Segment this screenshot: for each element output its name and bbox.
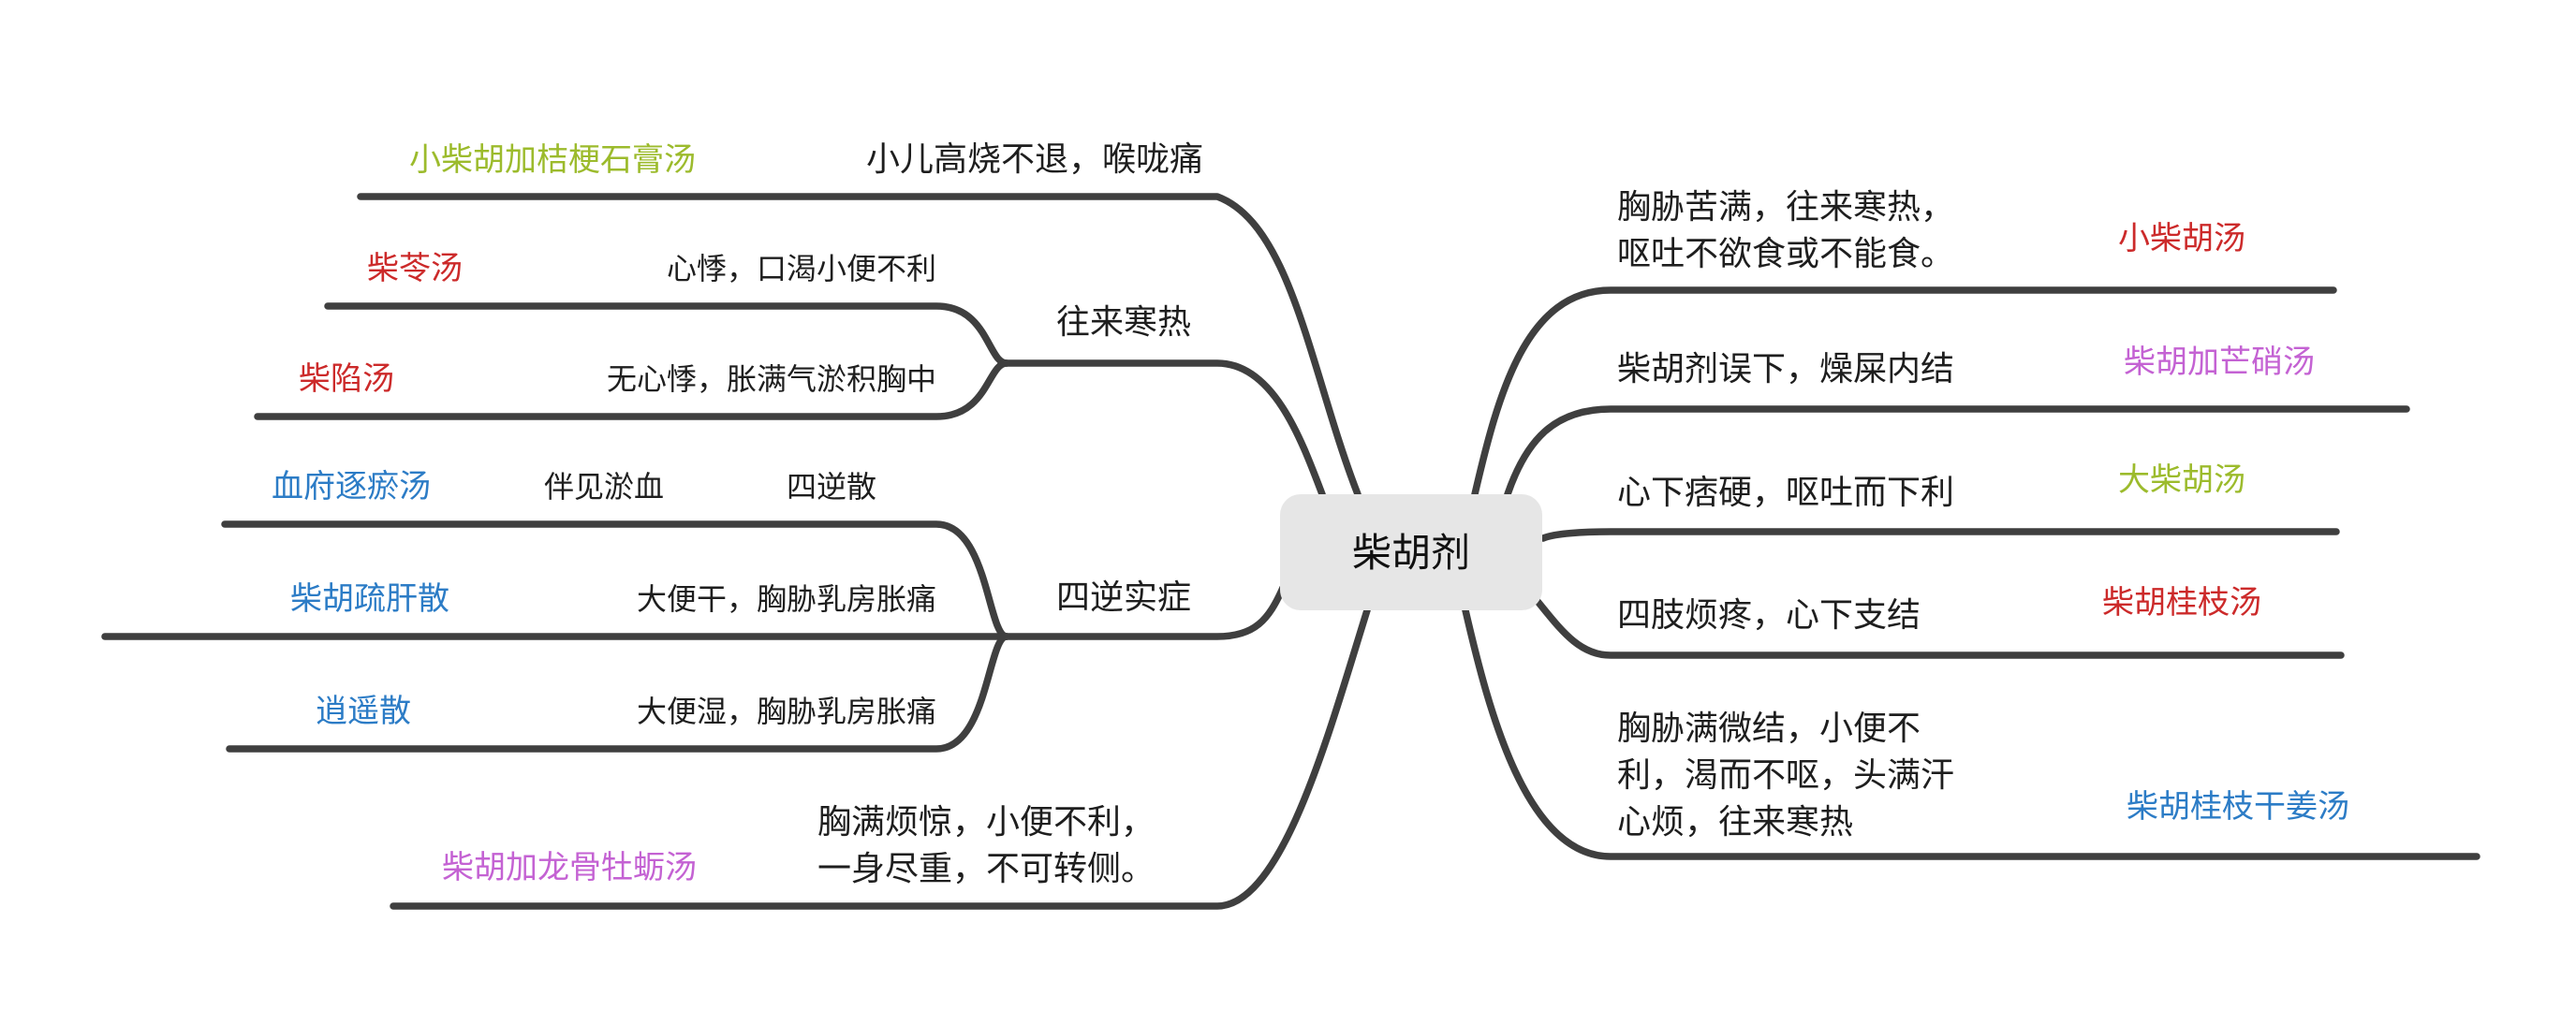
top-indication: 小儿高烧不退，喉咙痛 bbox=[866, 140, 1203, 179]
formula-dachaihu: 大柴胡汤 bbox=[2118, 461, 2245, 499]
left-bottom-branch: 胸满烦惊，小便不利， 一身尽重，不可转侧。 柴胡加龙骨牡蛎汤 bbox=[442, 803, 1155, 888]
branch-line-right-3 bbox=[1539, 528, 2340, 542]
right-3-text: 心下痞硬，呕吐而下利 bbox=[1617, 474, 1954, 512]
branch-line-wanglai-item1 bbox=[324, 302, 1010, 367]
sini-item1-sub: 伴见淤血 bbox=[544, 469, 664, 505]
formula-xuefu-zhuyu: 血府逐瘀汤 bbox=[272, 468, 431, 505]
right-5-text-line1: 胸胁满微结，小便不 bbox=[1617, 710, 1921, 748]
right-1-text-line2: 呕吐不欲食或不能食。 bbox=[1617, 235, 1954, 273]
left-wanglai-branch: 往来寒热 心悸，口渴小便不利 柴苓汤 无心悸，胀满气淤积胸中 柴陷汤 bbox=[299, 250, 1191, 398]
formula-chaihu-longgu-muli: 柴胡加龙骨牡蛎汤 bbox=[442, 849, 697, 886]
left-sini-branch: 四逆实症 四逆散 伴见淤血 血府逐瘀汤 大便干，胸胁乳房胀痛 柴胡疏肝散 大便湿… bbox=[272, 468, 1191, 730]
formula-xiaoyao: 逍遥散 bbox=[316, 693, 411, 730]
branch-line-bottom bbox=[390, 607, 1371, 910]
center-node-label: 柴胡剂 bbox=[1352, 530, 1470, 576]
sini-item3-text: 大便湿，胸胁乳房胀痛 bbox=[637, 694, 936, 729]
branch-line-sini-item3 bbox=[226, 633, 1010, 753]
right-2-text: 柴胡剂误下，燥屎内结 bbox=[1617, 350, 1954, 388]
wanglai-item1-text: 心悸，口渴小便不利 bbox=[667, 251, 936, 286]
left-top-branch: 小儿高烧不退，喉咙痛 小柴胡加桔梗石膏汤 bbox=[409, 140, 1203, 179]
right-1-text-line1: 胸胁苦满，往来寒热， bbox=[1617, 188, 1954, 227]
formula-chaihu-mangxiao: 柴胡加芒硝汤 bbox=[2124, 344, 2315, 381]
formula-xiaochaihu: 小柴胡汤 bbox=[2118, 220, 2245, 257]
right-5-text-line2: 利，渴而不呕，头满汗 bbox=[1617, 756, 1954, 795]
right-branch-4: 四肢烦疼，心下支结 柴胡桂枝汤 bbox=[1617, 584, 2261, 635]
right-5-text-line3: 心烦，往来寒热 bbox=[1617, 803, 1853, 842]
formula-chaihu-shugan: 柴胡疏肝散 bbox=[290, 580, 449, 618]
branch-line-right-1 bbox=[1471, 286, 2337, 498]
bottom-indication-line1: 胸满烦惊，小便不利， bbox=[817, 803, 1155, 842]
formula-chailing: 柴苓汤 bbox=[367, 250, 463, 287]
branch-line-wanglai bbox=[1003, 359, 1326, 498]
branch-line-wanglai-item2 bbox=[254, 359, 1010, 420]
sini-item1-text: 四逆散 bbox=[787, 469, 876, 505]
wanglai-item2-text: 无心悸，胀满气淤积胸中 bbox=[607, 361, 936, 397]
formula-chaihu-guizhi: 柴胡桂枝汤 bbox=[2102, 584, 2261, 622]
branch-line-right-4 bbox=[1532, 595, 2345, 659]
wanglai-label: 往来寒热 bbox=[1056, 303, 1191, 342]
right-branch-2: 柴胡剂误下，燥屎内结 柴胡加芒硝汤 bbox=[1617, 344, 2315, 388]
formula-xiaochaihu-jiegeng-shigao: 小柴胡加桔梗石膏汤 bbox=[409, 141, 696, 179]
sini-label: 四逆实症 bbox=[1056, 578, 1191, 617]
branch-line-sini-item1 bbox=[221, 520, 1010, 640]
branch-line-sini bbox=[1003, 584, 1287, 640]
branch-line-right-5 bbox=[1462, 607, 2480, 860]
right-branch-1: 胸胁苦满，往来寒热， 呕吐不欲食或不能食。 小柴胡汤 bbox=[1617, 188, 2245, 273]
branch-line-top bbox=[357, 193, 1362, 498]
branch-lines bbox=[101, 193, 2480, 910]
sini-item2-text: 大便干，胸胁乳房胀痛 bbox=[637, 581, 936, 617]
right-branch-5: 胸胁满微结，小便不 利，渴而不呕，头满汗 心烦，往来寒热 柴胡桂枝干姜汤 bbox=[1617, 710, 2349, 842]
branch-line-right-2 bbox=[1504, 405, 2410, 498]
right-branch-3: 心下痞硬，呕吐而下利 大柴胡汤 bbox=[1617, 461, 2245, 512]
formula-chaihu-guizhi-ganjiang: 柴胡桂枝干姜汤 bbox=[2127, 788, 2349, 826]
right-4-text: 四肢烦疼，心下支结 bbox=[1617, 596, 1921, 635]
center-node-box bbox=[1280, 494, 1542, 610]
formula-chaixian: 柴陷汤 bbox=[299, 360, 394, 398]
bottom-indication-line2: 一身尽重，不可转侧。 bbox=[817, 850, 1155, 888]
center-node[interactable]: 柴胡剂 bbox=[1280, 494, 1542, 610]
